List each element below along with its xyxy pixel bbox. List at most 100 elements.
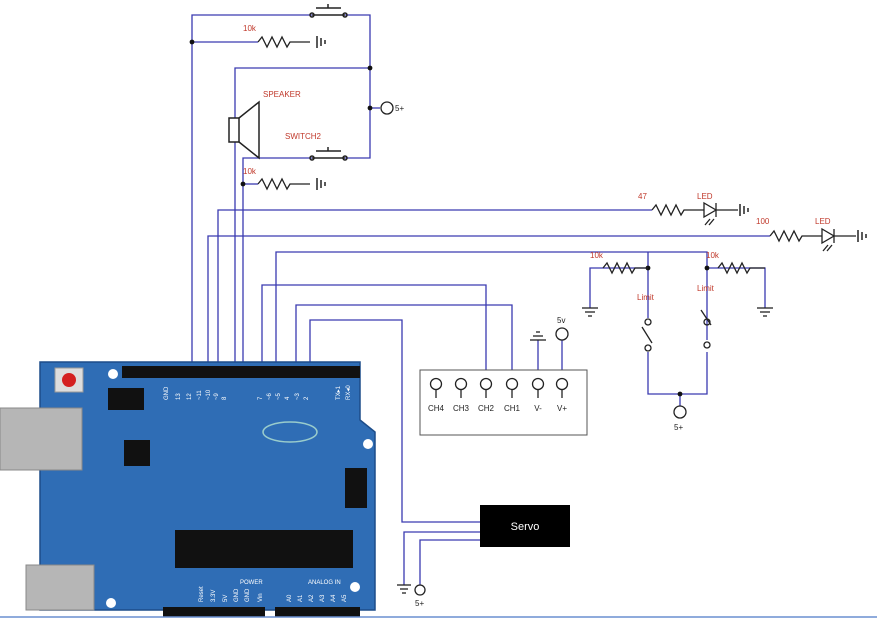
rlim2-label: 10k — [706, 251, 720, 260]
wire-pin11-led1 — [217, 209, 652, 365]
limit2-label: Limit — [697, 284, 715, 293]
resistor-r47 — [651, 203, 704, 217]
wire-limit-bottom — [647, 352, 708, 395]
vcc-limit-label: 5+ — [674, 423, 683, 432]
wire-speaker-top — [234, 67, 370, 118]
digital-pin-label: ~10 — [206, 389, 212, 400]
resistor-lim1 — [602, 261, 648, 275]
receiver-pin-label: CH3 — [453, 404, 470, 413]
junction-dots — [189, 39, 710, 397]
analog-pin-label: A3 — [320, 594, 326, 602]
mount-hole — [106, 598, 116, 608]
ground-lim1 — [582, 307, 598, 317]
rx-vminus-ground — [530, 331, 546, 341]
icsp-header — [345, 468, 367, 508]
power-pin-label: GND — [234, 588, 240, 602]
digital-pin-label: GND — [164, 386, 170, 400]
ground-r2 — [316, 178, 326, 190]
led2-icon — [821, 227, 856, 252]
digital-pin-label: ~6 — [267, 392, 273, 400]
analog-title: ANALOG IN — [308, 580, 341, 586]
power-pin-label: 3.3V — [211, 590, 217, 602]
chip-square — [124, 440, 150, 466]
vcc-terminal-servo — [414, 584, 426, 596]
wire-pin9-switch2 — [242, 157, 312, 365]
wires — [191, 14, 770, 585]
vcc-terminal-top — [380, 101, 394, 115]
resistor-r100 — [769, 229, 822, 243]
analog-pin-label: A1 — [298, 594, 304, 602]
servo-ground — [397, 584, 411, 594]
power-jack — [25, 564, 95, 611]
receiver-pin-terminal — [531, 377, 545, 391]
limit1-label: Limit — [637, 293, 655, 302]
r2-label: 10k — [243, 167, 257, 176]
power-pin-label: Reset — [199, 586, 205, 602]
receiver-pin-label: V- — [534, 404, 542, 413]
digital-pin-label: ~11 — [197, 390, 203, 400]
receiver-pin-terminal — [454, 377, 468, 391]
vcc-rx-label: 5v — [557, 316, 565, 325]
led2-label: LED — [815, 217, 831, 226]
ground-r1 — [316, 36, 326, 48]
digital-header — [122, 366, 360, 378]
digital-pin-label: 2 — [304, 396, 310, 400]
led1-icon — [703, 201, 738, 226]
power-pin-labels: Reset 3.3V 5V GND GND Vin — [199, 586, 264, 602]
led1-label: LED — [697, 192, 713, 201]
r1-label: 10k — [243, 24, 257, 33]
crystal — [262, 421, 318, 443]
servo-box — [480, 505, 570, 547]
atmega-chip — [175, 530, 353, 568]
vcc-terminal-limit — [673, 405, 687, 419]
ground-lim2 — [757, 307, 773, 317]
digital-pin-label: 7 — [258, 396, 264, 400]
digital-pin-label: 4 — [285, 396, 291, 400]
power-pin-label: 5V — [223, 595, 229, 602]
wire-switch1-right — [345, 14, 371, 68]
digital-pin-label: ~5 — [276, 392, 282, 400]
wire-lim2-ground — [707, 267, 766, 308]
speaker-label: SPEAKER — [263, 90, 301, 99]
ground-led2 — [857, 230, 867, 242]
receiver-pin-terminal — [429, 377, 443, 391]
digital-pin-label: RX◂0 — [346, 385, 352, 400]
analog-pin-label: A0 — [287, 594, 293, 602]
mount-hole — [350, 582, 360, 592]
resistor-r2 — [257, 177, 310, 191]
usb-port — [0, 407, 83, 471]
wire-switch2-right — [345, 68, 371, 159]
wire-pin3-servo — [309, 319, 480, 523]
wire-pin5-ch1 — [295, 304, 513, 382]
chip-small — [108, 388, 144, 410]
power-pin-label: GND — [245, 588, 251, 602]
receiver-pin-label: CH1 — [504, 404, 521, 413]
resistor-r1 — [257, 35, 310, 49]
wire-pin13-switch1 — [191, 14, 312, 365]
power-pin-label: Vin — [258, 593, 264, 602]
wire-pin7-limit — [275, 251, 708, 365]
digital-pin-label: TX▸1 — [336, 385, 342, 400]
receiver-pin-terminal — [555, 377, 569, 391]
digital-pin-label: ~9 — [214, 392, 220, 400]
limit-switch-1 — [641, 318, 653, 352]
wire-pin10-led2 — [207, 235, 770, 365]
analog-pin-label: A2 — [309, 594, 315, 602]
servo-label: Servo — [511, 521, 540, 533]
wire-servo-5v — [419, 539, 480, 585]
wire-servo-gnd — [403, 531, 480, 585]
wire-pin6-ch2 — [261, 284, 487, 382]
receiver-pin-label: V+ — [557, 404, 567, 413]
r100-label: 100 — [756, 217, 770, 226]
power-title: POWER — [240, 580, 263, 586]
push-switch-2 — [309, 147, 348, 161]
switch2-label: SWITCH2 — [285, 132, 322, 141]
r47-label: 47 — [638, 192, 647, 201]
wire-lim1-ground — [589, 267, 648, 308]
rlim1-label: 10k — [590, 251, 604, 260]
receiver-pin-terminal — [505, 377, 519, 391]
reset-button[interactable] — [62, 373, 76, 387]
